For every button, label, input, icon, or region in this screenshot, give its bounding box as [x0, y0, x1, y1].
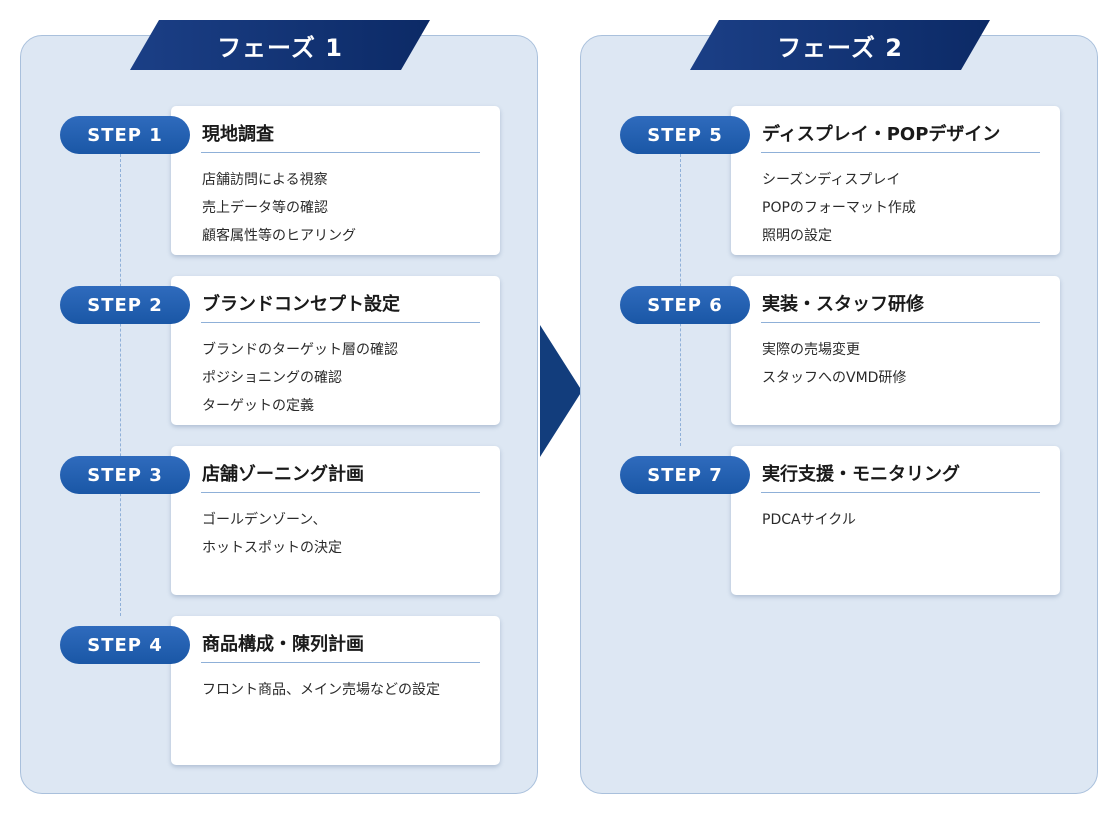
- step-3-item: ホットスポットの決定: [202, 540, 342, 556]
- step-6-items: 実際の売場変更 スタッフへのVMD研修: [762, 336, 1050, 392]
- step-1-item: 売上データ等の確認: [202, 200, 328, 216]
- step-6-divider: [761, 322, 1040, 323]
- step-3-items: ゴールデンゾーン、 ホットスポットの決定: [202, 506, 490, 562]
- step-4-title: 商品構成・陳列計画: [202, 634, 364, 655]
- step-7-items: PDCAサイクル: [762, 506, 1050, 534]
- step-2-title: ブランドコンセプト設定: [202, 294, 400, 315]
- step-2-item: ブランドのターゲット層の確認: [202, 342, 398, 358]
- step-5-item: シーズンディスプレイ: [762, 172, 901, 188]
- step-4-badge: STEP 4: [60, 626, 190, 664]
- step-3-item: ゴールデンゾーン、: [202, 512, 327, 528]
- step-5-divider: [761, 152, 1040, 153]
- step-1-items: 店舗訪問による視察 売上データ等の確認 顧客属性等のヒアリング: [202, 166, 490, 250]
- step-6-card: 実装・スタッフ研修 実際の売場変更 スタッフへのVMD研修: [731, 276, 1060, 425]
- step-5-badge: STEP 5: [620, 116, 750, 154]
- step-7-title: 実行支援・モニタリング: [762, 464, 960, 485]
- step-3-badge: STEP 3: [60, 456, 190, 494]
- step-7-item: PDCAサイクル: [762, 512, 856, 528]
- step-1-card: 現地調査 店舗訪問による視察 売上データ等の確認 顧客属性等のヒアリング: [171, 106, 500, 255]
- step-4-card: 商品構成・陳列計画 フロント商品、メイン売場などの設定: [171, 616, 500, 765]
- step-7-card: 実行支援・モニタリング PDCAサイクル: [731, 446, 1060, 595]
- phase-1-label: フェーズ 1: [217, 33, 343, 62]
- step-5-items: シーズンディスプレイ POPのフォーマット作成 照明の設定: [762, 166, 1050, 250]
- step-1-badge: STEP 1: [60, 116, 190, 154]
- step-4-items: フロント商品、メイン売場などの設定: [202, 676, 490, 704]
- step-4-item: フロント商品、メイン売場などの設定: [202, 682, 440, 698]
- step-1-title: 現地調査: [202, 124, 274, 145]
- step-6-badge: STEP 6: [620, 286, 750, 324]
- step-1-item: 顧客属性等のヒアリング: [202, 228, 356, 244]
- step-3-title: 店舗ゾーニング計画: [202, 464, 364, 485]
- step-5-item: 照明の設定: [762, 228, 832, 244]
- step-3-card: 店舗ゾーニング計画 ゴールデンゾーン、 ホットスポットの決定: [171, 446, 500, 595]
- step-6-item: スタッフへのVMD研修: [762, 370, 907, 386]
- step-3-divider: [201, 492, 480, 493]
- step-6-item: 実際の売場変更: [762, 342, 860, 358]
- step-7-badge: STEP 7: [620, 456, 750, 494]
- step-7-divider: [761, 492, 1040, 493]
- step-5-item: POPのフォーマット作成: [762, 200, 916, 216]
- phase-2-banner: フェーズ 2: [690, 20, 990, 70]
- step-5-card: ディスプレイ・POPデザイン シーズンディスプレイ POPのフォーマット作成 照…: [731, 106, 1060, 255]
- phase-1-banner: フェーズ 1: [130, 20, 430, 70]
- phase-1-connector-line: [120, 154, 121, 616]
- step-1-item: 店舗訪問による視察: [202, 172, 328, 188]
- step-6-title: 実装・スタッフ研修: [762, 294, 924, 315]
- step-2-badge: STEP 2: [60, 286, 190, 324]
- step-5-title: ディスプレイ・POPデザイン: [762, 124, 1001, 145]
- step-2-divider: [201, 322, 480, 323]
- phase-transition-arrow: [540, 325, 582, 457]
- step-2-item: ポジショニングの確認: [202, 370, 342, 386]
- step-2-card: ブランドコンセプト設定 ブランドのターゲット層の確認 ポジショニングの確認 ター…: [171, 276, 500, 425]
- step-2-item: ターゲットの定義: [202, 398, 314, 414]
- step-4-divider: [201, 662, 480, 663]
- step-1-divider: [201, 152, 480, 153]
- phase-2-label: フェーズ 2: [777, 33, 903, 62]
- step-2-items: ブランドのターゲット層の確認 ポジショニングの確認 ターゲットの定義: [202, 336, 490, 420]
